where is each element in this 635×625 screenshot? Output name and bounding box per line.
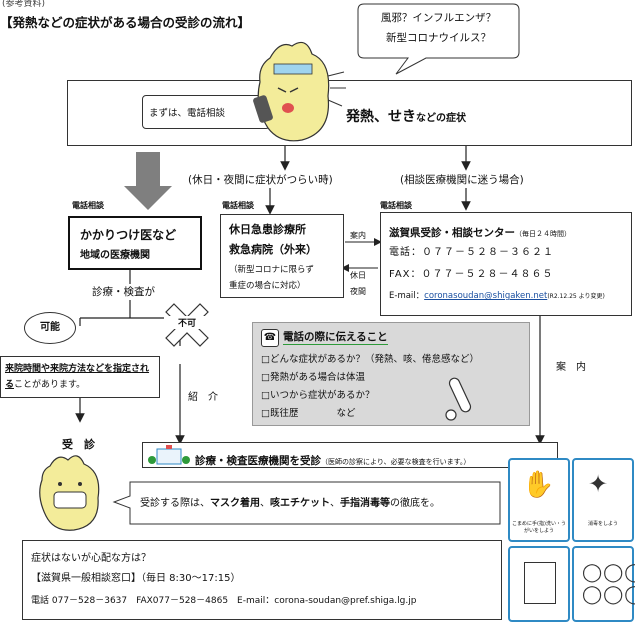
main-down-arrow — [124, 152, 172, 210]
hospital-icon — [147, 445, 191, 465]
spray-icon: ✦ — [588, 470, 609, 498]
branch-holiday-night: (休日・夜間に症状がつらい時) — [188, 174, 333, 186]
call-first-text: まずは、電話相談 — [149, 108, 226, 119]
branch-unsure: (相談医療機関に迷う場合) — [400, 174, 524, 186]
center-hours: （毎日２４時間） — [515, 230, 571, 238]
phone-label-1: 電話相談 — [72, 201, 104, 210]
center-email-label: E-mail： — [389, 291, 425, 301]
manners-mask: マスク着用 — [210, 498, 260, 509]
consult-label: 受 診 — [62, 438, 95, 451]
center-fax: FAX：０７７－５２８－４８６５ — [389, 269, 554, 280]
center-email-row: E-mail：coronasoudan@shigaken.net(R2.12.2… — [389, 289, 605, 301]
symptoms-suffix: などの症状 — [416, 113, 466, 124]
phone-label-3: 電話相談 — [380, 201, 412, 210]
manners-suffix: の徹底を。 — [390, 498, 440, 509]
exam-facility-text: 診療・検査医療機関を受診（医師の診察により、必要な検査を行います。） — [195, 449, 470, 468]
mascot-calling-illustration — [240, 36, 350, 146]
center-email-note: (R2.12.25 より変更) — [547, 293, 605, 300]
introduction-label: 紹 介 — [188, 392, 218, 403]
emergency-note2: 重症の場合に対応） — [229, 281, 306, 291]
general-hours: （毎日 8:30〜17:15） — [141, 573, 241, 584]
manners-text: 受診する際は、マスク着用、咳エチケット、手指消毒等の徹底を。 — [140, 494, 440, 509]
call-notes-box: ☎ 電話の際に伝えること □どんな症状があるか？（発熱、咳、倦怠感など） □発熱… — [252, 322, 530, 426]
handwash-poster: ✋ こまめに手(指)洗い・うがいをしよう — [508, 458, 570, 542]
side-holiday-label: 休日 — [350, 271, 366, 280]
designation-text: 来院時間や来院方法などを指定されることがあります。 — [5, 361, 157, 393]
disinfect-caption: 消毒をしよう — [587, 521, 618, 527]
symptoms-main: 発熱、せき — [346, 109, 416, 125]
not-possible-label: 不可 — [164, 316, 210, 329]
center-title: 滋賀県受診・相談センター — [389, 227, 515, 239]
crowd-icon: ◯◯◯ — [582, 562, 635, 583]
general-consult-box: 症状はないが心配な方は？ 【滋賀県一般相談窓口】（毎日 8:30〜17:15） … — [22, 540, 502, 620]
manners-callout: 受診する際は、マスク着用、咳エチケット、手指消毒等の徹底を。 — [112, 480, 504, 526]
general-office-row: 【滋賀県一般相談窓口】（毎日 8:30〜17:15） — [31, 569, 240, 584]
call-notes-title: 電話の際に伝えること — [283, 331, 388, 345]
speech-bubble: 風邪？インフルエンザ？ 新型コロナウイルス？ — [356, 2, 521, 75]
phone-label-2: 電話相談 — [222, 201, 254, 210]
family-doctor-box: かかりつけ医など 地域の医療機関 — [68, 216, 202, 270]
designation-part1: 来院時間や来院方法などを指定 — [5, 364, 132, 374]
crowd-icon: ◯◯◯ — [582, 584, 635, 605]
emergency-box: 休日急患診療所 救急病院（外来） （新型コロナに限らず 重症の場合に対応） — [220, 214, 344, 298]
handwash-caption: こまめに手(指)洗い・うがいをしよう — [512, 521, 566, 534]
call-note-item: □どんな症状があるか？（発熱、咳、倦怠感など） — [261, 354, 479, 365]
center-email-link[interactable]: coronasoudan@shigaken.net — [424, 291, 548, 301]
symptoms-text: 発熱、せきなどの症状 — [346, 106, 466, 126]
general-contact: 電話 077－528－3637 FAX077－528－4865 E-mail：c… — [31, 596, 417, 606]
exam-facility-box: 診療・検査医療機関を受診（医師の診察により、必要な検査を行います。） — [142, 442, 558, 468]
ventilation-poster — [508, 546, 570, 622]
manners-sanitize: 手指消毒等 — [340, 498, 390, 509]
family-doctor-line2: 地域の医療機関 — [80, 250, 150, 261]
emergency-note1: （新型コロナに限らず — [229, 265, 314, 275]
center-title-row: 滋賀県受診・相談センター（毎日２４時間） — [389, 221, 571, 240]
crowd-poster: ◯◯◯ ◯◯◯ — [572, 546, 635, 622]
side-night-label: 夜間 — [350, 287, 366, 296]
manners-prefix: 受診する際は、 — [140, 498, 210, 509]
center-phone: 電話：０７７－５２８－３６２１ — [389, 247, 554, 258]
window-icon — [524, 562, 556, 604]
exam-question: 診療・検査が — [92, 286, 155, 298]
disinfect-poster: ✦ 消毒をしよう — [572, 458, 634, 542]
phone-icon: ☎ — [261, 329, 279, 347]
designation-box: 来院時間や来院方法などを指定されることがあります。 — [0, 356, 160, 398]
general-office: 【滋賀県一般相談窓口】 — [31, 573, 141, 584]
exam-facility-note: （医師の診察により、必要な検査を行います。） — [321, 458, 471, 466]
manners-sep1: 、 — [260, 498, 270, 509]
page-title: 【発熱などの症状がある場合の受診の流れ】 — [0, 15, 251, 30]
thermometer-icon — [439, 375, 479, 423]
manners-sep2: 、 — [330, 498, 340, 509]
not-possible-cross: 不可 — [164, 302, 210, 348]
call-note-item: □いつから症状があるか？ — [261, 390, 375, 401]
designation-part2: される — [5, 364, 150, 390]
manners-cough: 咳エチケット — [270, 498, 330, 509]
guide-label: 案 内 — [556, 362, 586, 373]
consultation-center-box: 滋賀県受診・相談センター（毎日２４時間） 電話：０７７－５２８－３６２１ FAX… — [380, 212, 632, 316]
bubble-line-2: 新型コロナウイルス？ — [386, 32, 491, 44]
bubble-line-1: 風邪？インフルエンザ？ — [380, 12, 497, 24]
designation-part3: ことがあります。 — [14, 380, 86, 390]
possible-badge: 可能 — [24, 312, 76, 344]
call-note-item: □既往歴 など — [261, 408, 356, 419]
mascot-masked-illustration — [28, 452, 110, 532]
call-first-box: まずは、電話相談 — [142, 95, 270, 129]
general-question: 症状はないが心配な方は？ — [31, 553, 151, 564]
handwash-icon: ✋ — [522, 470, 555, 500]
call-note-item: □発熱がある場合は体温 — [261, 372, 365, 383]
exam-facility-main: 診療・検査医療機関を受診 — [195, 455, 321, 467]
reference-label: (参考資料) — [2, 0, 46, 9]
side-guide-label: 案内 — [350, 231, 366, 240]
emergency-line1: 休日急患診療所 — [229, 223, 306, 236]
family-doctor-line1: かかりつけ医など — [80, 228, 177, 242]
emergency-line2: 救急病院（外来） — [229, 243, 317, 256]
